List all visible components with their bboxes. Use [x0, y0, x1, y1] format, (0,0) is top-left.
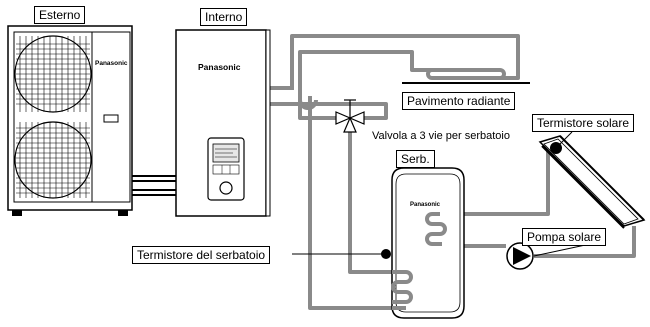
- indoor-unit-label: Interno: [200, 8, 248, 26]
- outdoor-brand-logo: Panasonic: [95, 60, 128, 67]
- tank-return-pipe: [308, 96, 392, 310]
- valve-inlet-pipe: [298, 104, 336, 120]
- solar-collector: [538, 135, 646, 229]
- valve-outlet-pipe: [300, 102, 388, 120]
- tank-heating-coil: [391, 270, 413, 310]
- power-knob: [219, 181, 233, 195]
- solar-pump-leader: [533, 243, 591, 257]
- three-way-valve-label: Valvola a 3 vie per serbatoio: [372, 130, 510, 142]
- indoor-unit: [175, 29, 271, 217]
- floor-heating-coil: [426, 68, 506, 80]
- solar-thermistor-leader: [555, 131, 573, 149]
- floor-heating-supply-pipe: [266, 34, 520, 90]
- floor-heating-label: Pavimento radiante: [402, 92, 516, 110]
- tank-solar-coil: [425, 212, 447, 246]
- outdoor-handle: [103, 114, 119, 123]
- solar-thermistor-label: Termistore solare: [532, 114, 635, 132]
- three-way-valve-symbol: [335, 99, 365, 133]
- pipe-network: [266, 34, 636, 310]
- tank-thermistor-label: Termistore del serbatoio: [132, 246, 271, 264]
- solar-pump-return-pipe: [534, 226, 636, 258]
- outdoor-unit-label: Esterno: [34, 6, 86, 24]
- solar-supply-pipe: [440, 148, 550, 216]
- solar-pump-symbol: [506, 242, 534, 270]
- floor-heating-return-pipe: [266, 50, 432, 106]
- tank-brand-logo: Panasonic: [410, 202, 441, 208]
- valve-to-tank-pipe: [348, 128, 392, 274]
- refrigerant-pipes: [132, 175, 176, 196]
- solar-pump-label: Pompa solare: [522, 228, 607, 246]
- indoor-brand-logo: Panasonic: [198, 62, 241, 72]
- fan-grille-bottom: [14, 121, 92, 199]
- outdoor-unit: [7, 25, 133, 216]
- tank-label: Serb.: [396, 150, 435, 168]
- tank-thermistor-sensor: [381, 249, 391, 259]
